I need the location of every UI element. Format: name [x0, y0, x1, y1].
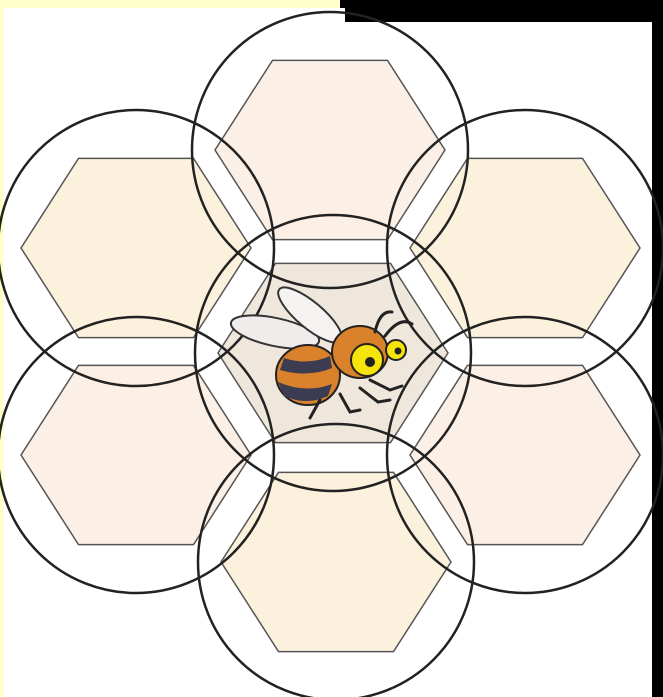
bee-pupil-left — [365, 357, 375, 367]
corner-black-top — [340, 0, 663, 8]
bee-pupil-right — [395, 348, 402, 355]
